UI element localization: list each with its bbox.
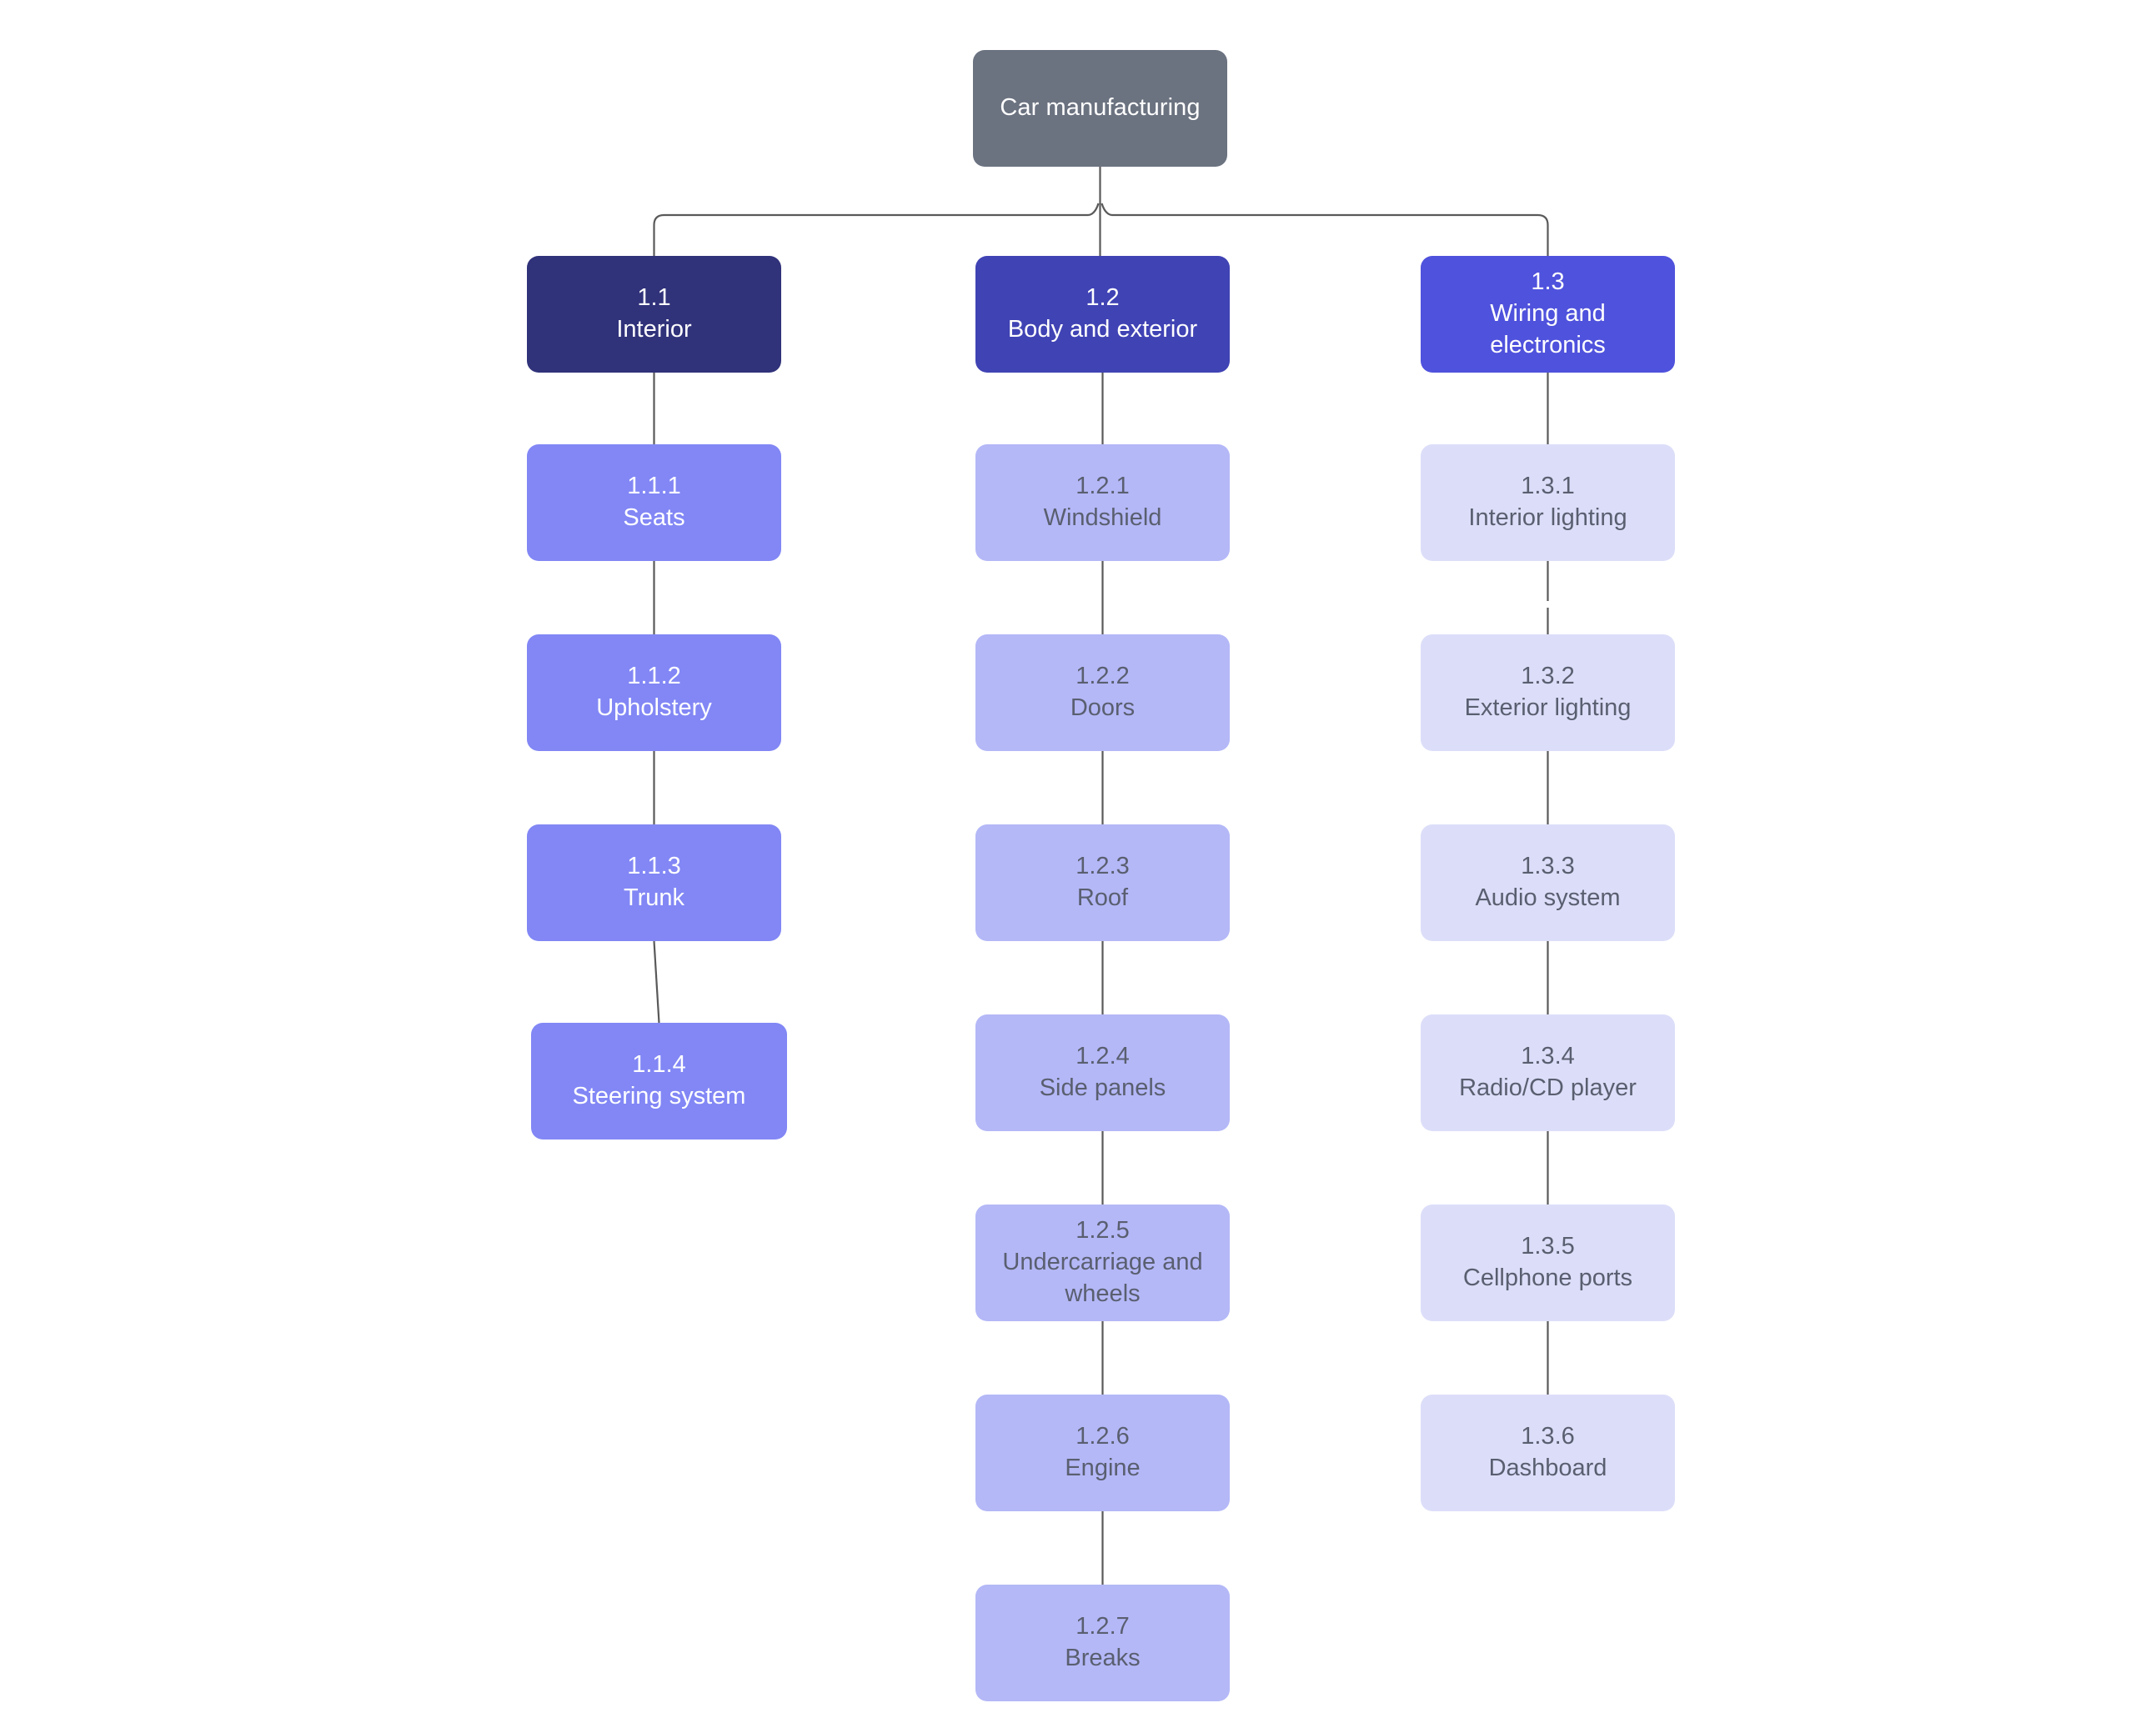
node-title: Body and exterior <box>1007 316 1198 343</box>
node-code: 1.3.5 <box>1521 1233 1575 1260</box>
node-title: Trunk <box>623 884 685 911</box>
node-code: 1.3.6 <box>1521 1423 1575 1450</box>
node-title: Wiring and electronics <box>1490 300 1606 358</box>
node-title: Radio/CD player <box>1459 1074 1637 1101</box>
wbs-root-node[interactable]: Car manufacturing <box>973 50 1227 167</box>
node-title: Steering system <box>572 1083 746 1109</box>
node-title: Interior <box>616 316 692 343</box>
node-title: Cellphone ports <box>1462 1265 1633 1291</box>
node-code: 1.2.1 <box>1075 473 1130 500</box>
node-title: Seats <box>623 504 685 531</box>
node-title: Exterior lighting <box>1464 694 1632 721</box>
node-title: Engine <box>1065 1455 1141 1481</box>
node-code: 1.3.4 <box>1521 1043 1575 1070</box>
node-code: 1.3.3 <box>1521 853 1575 880</box>
node-code: 1.1 <box>637 284 671 312</box>
node-code: 1.2.2 <box>1075 663 1130 690</box>
node-title: Breaks <box>1065 1645 1141 1671</box>
connector-line <box>1101 203 1112 217</box>
node-code: 1.2.3 <box>1075 853 1130 880</box>
node-title: Car manufacturing <box>1000 94 1201 122</box>
node-title: Dashboard <box>1488 1455 1607 1481</box>
node-code: 1.1.3 <box>627 853 681 880</box>
node-code: 1.2 <box>1086 284 1120 312</box>
connector-line <box>653 213 1089 256</box>
node-code: 1.3.1 <box>1521 473 1575 500</box>
node-title: Windshield <box>1043 504 1162 531</box>
node-title: Side panels <box>1039 1074 1166 1101</box>
connector-line <box>1088 203 1100 217</box>
connector-line <box>1111 213 1549 256</box>
node-code: 1.1.2 <box>627 663 681 690</box>
node-title: Roof <box>1076 884 1129 911</box>
node-code: 1.1.4 <box>632 1051 686 1079</box>
node-code: 1.2.4 <box>1075 1043 1130 1070</box>
node-title: Doors <box>1070 694 1136 721</box>
node-title: Audio system <box>1475 884 1621 911</box>
connector-line <box>653 940 660 1024</box>
node-title: Undercarriage and wheels <box>1002 1249 1203 1307</box>
node-code: 1.2.6 <box>1075 1423 1130 1450</box>
node-code: 1.2.5 <box>1075 1217 1130 1245</box>
node-title: Upholstery <box>596 694 712 721</box>
node-title: Interior lighting <box>1468 504 1627 531</box>
node-code: 1.3.2 <box>1521 663 1575 690</box>
node-code: 1.3 <box>1531 268 1565 296</box>
node-code: 1.2.7 <box>1075 1613 1130 1640</box>
node-code: 1.1.1 <box>627 473 681 500</box>
